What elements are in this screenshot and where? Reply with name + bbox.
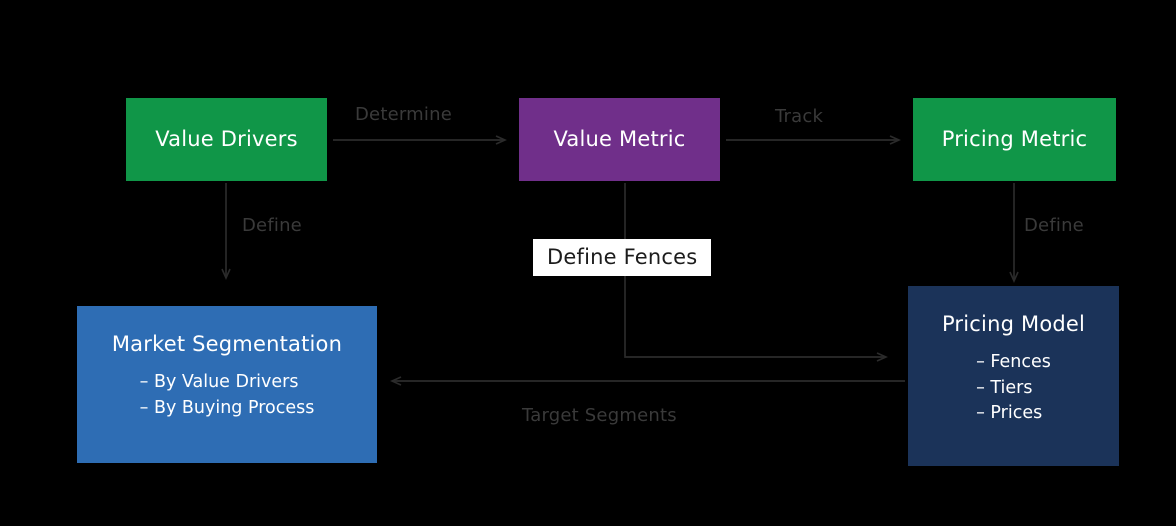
node-value-drivers[interactable]: Value Drivers (126, 98, 327, 181)
edge-label-target-segments: Target Segments (522, 405, 677, 426)
node-market-segmentation-bullets: – By Value Drivers – By Buying Process (140, 370, 315, 421)
list-item: – Prices (976, 402, 1043, 423)
edge-label-define-right: Define (1024, 215, 1084, 236)
node-market-segmentation-label: Market Segmentation (111, 332, 343, 356)
node-pricing-metric-label: Pricing Metric (941, 127, 1088, 152)
edge-label-define-fences: Define Fences (533, 239, 712, 276)
node-value-drivers-label: Value Drivers (155, 127, 298, 152)
list-item: – Tiers (976, 377, 1033, 398)
node-pricing-model-bullets: – Fences – Tiers – Prices (976, 350, 1051, 426)
edge-label-define-left: Define (242, 215, 302, 236)
list-item: – By Value Drivers (139, 372, 299, 393)
list-item: – Fences (976, 352, 1051, 373)
node-value-metric-label: Value Metric (553, 127, 686, 152)
node-value-metric[interactable]: Value Metric (519, 98, 720, 181)
edge-label-determine: Determine (355, 104, 452, 125)
node-pricing-model[interactable]: Pricing Model – Fences – Tiers – Prices (908, 286, 1119, 466)
node-pricing-metric[interactable]: Pricing Metric (913, 98, 1116, 181)
list-item: – By Buying Process (139, 397, 315, 418)
edge-label-track: Track (775, 106, 824, 127)
node-pricing-model-label: Pricing Model (941, 312, 1086, 336)
node-market-segmentation[interactable]: Market Segmentation – By Value Drivers –… (77, 306, 377, 463)
